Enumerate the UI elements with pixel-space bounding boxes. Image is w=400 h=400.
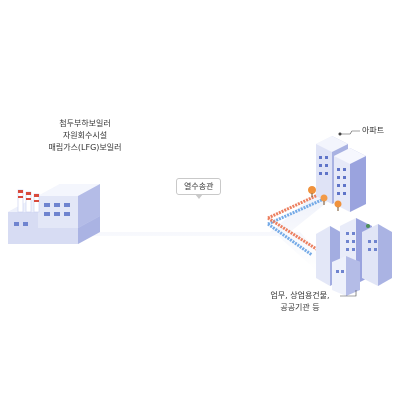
heat-source-labels: 첨두부하보일러 자원회수시설 매립가스(LFG)보일러 <box>30 118 140 154</box>
heat-source-lfg-boiler: 매립가스(LFG)보일러 <box>48 143 122 152</box>
pipe-label-tag: 열수송관 <box>176 178 222 199</box>
heat-source-recovery-facility: 자원회수시설 <box>62 131 108 140</box>
chimneys <box>17 189 40 213</box>
commercial-leader <box>340 290 357 297</box>
commercial-label-line1: 업무, 상업용건물, <box>270 291 330 300</box>
apartment-leader <box>340 130 360 135</box>
pipe-hot-apartment <box>267 192 321 220</box>
heat-source-peak-boiler: 첨두부하보일러 <box>59 119 111 128</box>
pipe-hot-commercial <box>267 216 319 252</box>
commercial-buildings <box>316 218 392 296</box>
pipe-label: 열수송관 <box>184 182 214 191</box>
commercial-label-line2: 공공기관 등 <box>280 303 320 312</box>
leader-lines <box>338 130 360 297</box>
trees <box>308 186 342 211</box>
apartment-label: 아파트 <box>362 126 385 135</box>
heat-plant <box>8 184 100 244</box>
apartment-buildings <box>308 136 366 212</box>
commercial-label: 업무, 상업용건물, 공공기관 등 <box>250 290 350 314</box>
pipe-cold-apartment <box>267 196 327 226</box>
